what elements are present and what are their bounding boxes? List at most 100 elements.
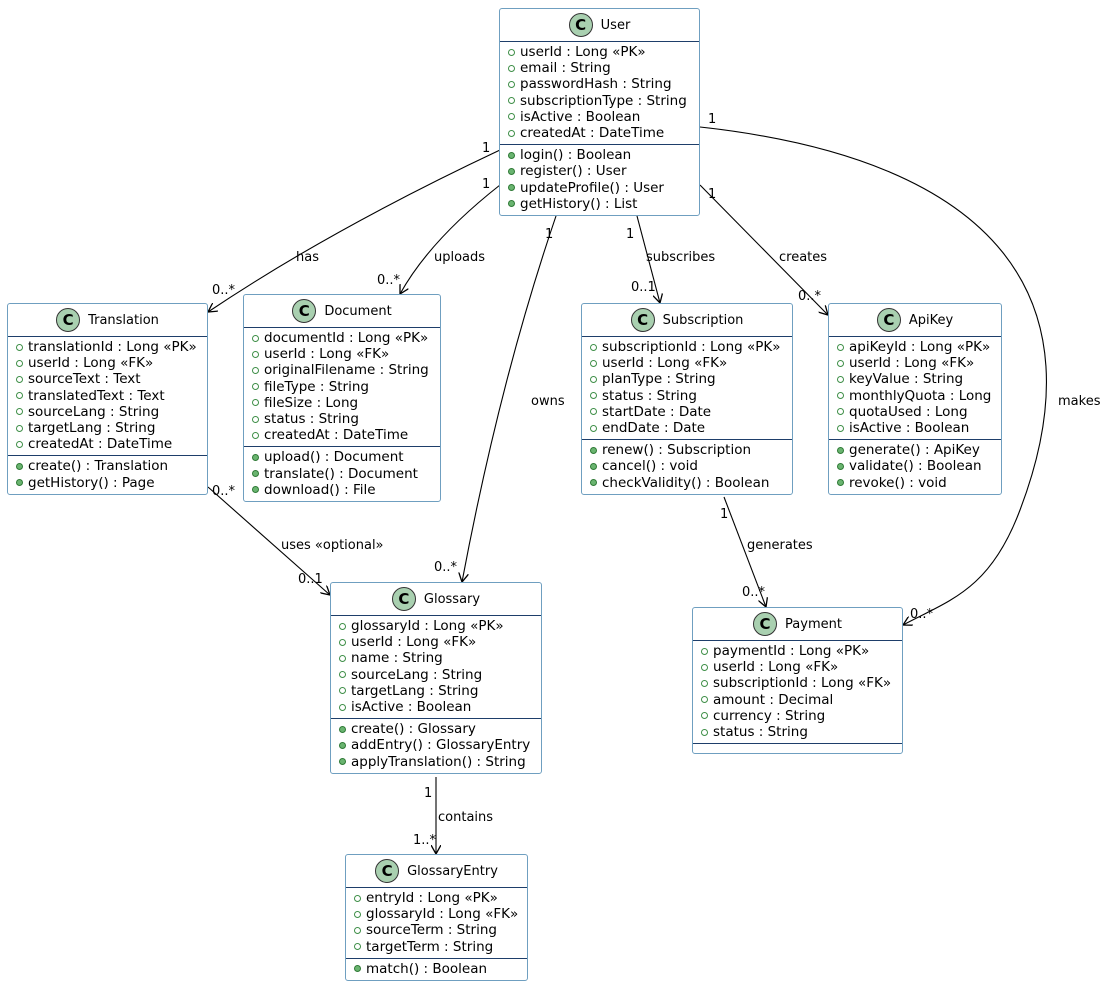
attribute-row: passwordHash : String — [508, 76, 693, 92]
edge-from-multiplicity: 1 — [720, 507, 728, 522]
attribute-text: quotaUsed : Long — [849, 403, 968, 420]
attribute-row: translationId : Long «PK» — [16, 339, 201, 355]
edge-from-multiplicity: 1 — [626, 227, 634, 242]
attribute-text: createdAt : DateTime — [264, 427, 409, 444]
method-text: register() : User — [520, 163, 627, 180]
attributes-section: entryId : Long «PK»glossaryId : Long «FK… — [346, 887, 527, 958]
class-name: Translation — [88, 312, 159, 328]
edge-user-glossary[interactable] — [462, 215, 557, 582]
edge-user-subscription[interactable] — [636, 215, 660, 303]
public-visibility-icon — [339, 622, 346, 630]
edge-from-multiplicity: 1 — [708, 187, 716, 202]
public-visibility-icon — [590, 446, 597, 454]
public-visibility-icon — [701, 728, 708, 736]
method-text: translate() : Document — [264, 465, 418, 482]
edge-label-user-apikey: creates — [779, 250, 827, 265]
public-visibility-icon — [16, 408, 23, 416]
edge-from-multiplicity: 1 — [482, 177, 490, 192]
attribute-text: userId : Long «FK» — [602, 355, 728, 372]
attribute-text: userId : Long «FK» — [713, 659, 839, 676]
edge-to-multiplicity: 0..* — [742, 585, 766, 600]
attribute-text: subscriptionId : Long «PK» — [602, 339, 781, 355]
attribute-row: isActive : Boolean — [837, 420, 995, 436]
public-visibility-icon — [16, 462, 23, 470]
attributes-section: translationId : Long «PK»userId : Long «… — [8, 336, 207, 455]
method-text: cancel() : void — [602, 458, 698, 475]
attribute-row: userId : Long «FK» — [590, 355, 786, 371]
class-icon: C — [876, 308, 901, 332]
public-visibility-icon — [590, 479, 597, 487]
public-visibility-icon — [590, 408, 597, 416]
public-visibility-icon — [252, 383, 259, 391]
public-visibility-icon — [252, 366, 259, 374]
method-text: renew() : Subscription — [602, 442, 752, 459]
method-text: login() : Boolean — [520, 147, 632, 164]
attribute-row: originalFilename : String — [252, 362, 434, 378]
attribute-text: sourceLang : String — [351, 666, 483, 683]
attribute-text: isActive : Boolean — [351, 698, 472, 715]
method-text: create() : Translation — [28, 458, 169, 475]
attribute-text: userId : Long «FK» — [264, 346, 390, 363]
edge-subscription-payment[interactable] — [723, 496, 766, 607]
method-row: cancel() : void — [590, 458, 786, 474]
public-visibility-icon — [16, 440, 23, 448]
attribute-text: fileType : String — [264, 378, 369, 395]
attributes-section: subscriptionId : Long «PK»userId : Long … — [582, 336, 792, 439]
attribute-text: createdAt : DateTime — [520, 124, 665, 141]
edge-label-subscription-payment: generates — [747, 538, 813, 553]
edge-translation-glossary[interactable] — [207, 486, 330, 595]
attribute-row: fileType : String — [252, 379, 434, 395]
attribute-row: quotaUsed : Long — [837, 404, 995, 420]
edge-user-document[interactable] — [400, 184, 501, 294]
public-visibility-icon — [701, 663, 708, 671]
method-text: addEntry() : GlossaryEntry — [351, 737, 531, 754]
public-visibility-icon — [837, 446, 844, 454]
public-visibility-icon — [16, 392, 23, 400]
attribute-text: sourceText : Text — [28, 371, 141, 388]
public-visibility-icon — [339, 758, 346, 766]
public-visibility-icon — [16, 343, 23, 351]
edge-user-payment[interactable] — [699, 126, 1047, 625]
public-visibility-icon — [508, 200, 515, 208]
public-visibility-icon — [339, 638, 346, 646]
edge-user-translation[interactable] — [208, 149, 501, 312]
public-visibility-icon — [508, 184, 515, 192]
public-visibility-icon — [354, 965, 361, 973]
edge-from-multiplicity: 1 — [708, 112, 716, 127]
public-visibility-icon — [354, 910, 361, 918]
method-row: updateProfile() : User — [508, 180, 693, 196]
public-visibility-icon — [339, 687, 346, 695]
public-visibility-icon — [837, 479, 844, 487]
attribute-row: createdAt : DateTime — [508, 125, 693, 141]
public-visibility-icon — [354, 894, 361, 902]
attribute-text: createdAt : DateTime — [28, 436, 173, 453]
attribute-row: userId : Long «FK» — [339, 634, 535, 650]
public-visibility-icon — [837, 424, 844, 432]
edge-user-apikey[interactable] — [699, 184, 828, 315]
attribute-row: translatedText : Text — [16, 388, 201, 404]
attribute-text: userId : Long «FK» — [849, 355, 975, 372]
attribute-text: status : String — [713, 723, 808, 740]
public-visibility-icon — [590, 392, 597, 400]
attribute-row: createdAt : DateTime — [252, 427, 434, 443]
attribute-row: monthlyQuota : Long — [837, 388, 995, 404]
attribute-text: glossaryId : Long «PK» — [351, 618, 504, 634]
public-visibility-icon — [590, 375, 597, 383]
attribute-row: documentId : Long «PK» — [252, 330, 434, 346]
public-visibility-icon — [837, 359, 844, 367]
methods-section — [693, 743, 902, 753]
attribute-row: userId : Long «FK» — [252, 346, 434, 362]
attribute-text: userId : Long «FK» — [28, 355, 154, 372]
methods-section: match() : Boolean — [346, 957, 527, 980]
attribute-row: endDate : Date — [590, 420, 786, 436]
